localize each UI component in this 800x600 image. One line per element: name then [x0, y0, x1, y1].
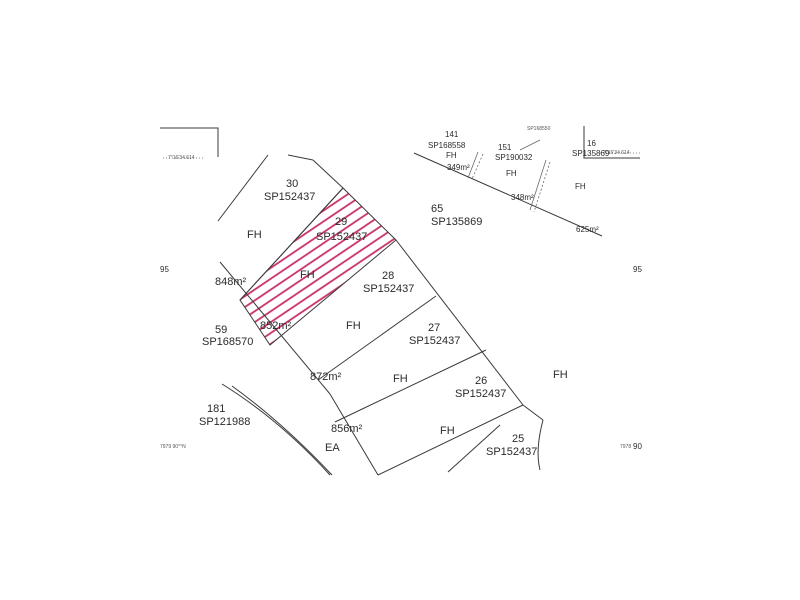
- area-852: 852m²: [260, 320, 292, 332]
- area-349: 349m²: [447, 163, 470, 172]
- boundary-29-30: [239, 187, 344, 301]
- lot-141-plan: SP168558: [428, 141, 466, 150]
- lot-141-number: 141: [445, 130, 459, 139]
- tenure-fh-east: FH: [553, 369, 568, 381]
- lot-boundaries: [217, 154, 544, 476]
- lot-65-number: 65: [431, 203, 443, 215]
- lot-26-number: 26: [475, 375, 487, 387]
- lot-16-leader-dash: [533, 161, 551, 213]
- lot-16-arrow: [519, 139, 541, 151]
- lot-labels: 30 SP152437 29 SP152437 28 SP152437 27 S…: [199, 130, 610, 458]
- boundary-main-west-lower: [329, 393, 379, 476]
- boundary-27-26: [334, 349, 487, 423]
- tenure-labels: FH FH FH FH FH FH FH FH FH EA: [247, 151, 586, 454]
- lot-27-number: 27: [428, 322, 440, 334]
- coord-bottom-right: 7978: [620, 444, 631, 450]
- margin-right-95: 95: [633, 265, 642, 274]
- lot-25-plan: SP152437: [486, 446, 537, 458]
- lot-181-number: 181: [207, 403, 225, 415]
- lot-30-plan: SP152437: [264, 191, 315, 203]
- lot-151-number: 151: [498, 143, 512, 152]
- margin-labels: 95 95 90 7°16'34.614 7°16'34.614 7979 90…: [160, 126, 642, 451]
- boundary-30-west: [217, 154, 269, 222]
- boundary-top-cap: [287, 154, 314, 161]
- boundary-east-kink: [522, 404, 544, 421]
- tenure-ea: EA: [325, 442, 340, 454]
- tenure-fh-141: FH: [446, 151, 457, 160]
- lot-59-number: 59: [215, 324, 227, 336]
- lot-28-plan: SP152437: [363, 283, 414, 295]
- tenure-fh-151: FH: [506, 169, 517, 178]
- lot-59-plan: SP168570: [202, 336, 253, 348]
- coord-tiny-top: SP168550: [527, 126, 551, 132]
- boundary-26-25: [377, 404, 524, 476]
- lot-27-plan: SP152437: [409, 335, 460, 347]
- lot-16-leader: [529, 159, 547, 211]
- tenure-fh-26: FH: [440, 425, 455, 437]
- tenure-fh-27: FH: [393, 373, 408, 385]
- corner-brackets: [160, 126, 640, 159]
- road-curve-lower-a: [221, 383, 331, 476]
- coord-top-left: 7°16'34.614: [168, 155, 195, 161]
- bracket-top-left: [160, 127, 219, 157]
- bracket-top-right: [583, 126, 640, 159]
- lot-26-plan: SP152437: [455, 388, 506, 400]
- area-856: 856m²: [331, 423, 363, 435]
- lot-30-number: 30: [286, 178, 298, 190]
- road-boundaries: [163, 139, 640, 476]
- boundary-east: [395, 239, 524, 406]
- margin-bottom-right-90: 90: [633, 442, 642, 451]
- coord-bottom-left: 7979 90°°N: [160, 444, 186, 450]
- tenure-fh-30: FH: [247, 229, 262, 241]
- boundary-28-27: [317, 295, 437, 381]
- area-625: 625m²: [576, 225, 599, 234]
- lot-25-number: 25: [512, 433, 524, 445]
- lot-29-number: 29: [335, 216, 347, 228]
- area-848: 848m²: [215, 276, 247, 288]
- lot-16-plan: SP135869: [572, 149, 610, 158]
- boundary-30-east: [312, 159, 344, 189]
- lot-151-plan: SP190032: [495, 153, 533, 162]
- tenure-fh-29: FH: [300, 269, 315, 281]
- area-labels: 848m² 852m² 872m² 856m² 349m² 348m² 625m…: [215, 163, 599, 435]
- lot-181-plan: SP121988: [199, 416, 250, 428]
- tenure-fh-28: FH: [346, 320, 361, 332]
- lot-141-leader: [467, 151, 479, 179]
- area-348: 348m²: [511, 193, 534, 202]
- road-line-upper: [413, 152, 603, 237]
- boundary-east-curve: [537, 419, 544, 471]
- lot-29-plan: SP152437: [316, 231, 367, 243]
- lot-141-leader-dash: [471, 153, 484, 180]
- boundary-25-west: [447, 424, 501, 473]
- margin-left-95: 95: [160, 265, 169, 274]
- tenure-fh-16: FH: [575, 182, 586, 191]
- area-872: 872m²: [310, 371, 342, 383]
- boundary-main-west: [219, 261, 331, 395]
- lot-65-plan: SP135869: [431, 216, 482, 228]
- coord-top-right: 7°16'34.614: [603, 150, 630, 156]
- road-curve-lower-b: [231, 385, 333, 476]
- lot-16-number: 16: [587, 139, 596, 148]
- lot-28-number: 28: [382, 270, 394, 282]
